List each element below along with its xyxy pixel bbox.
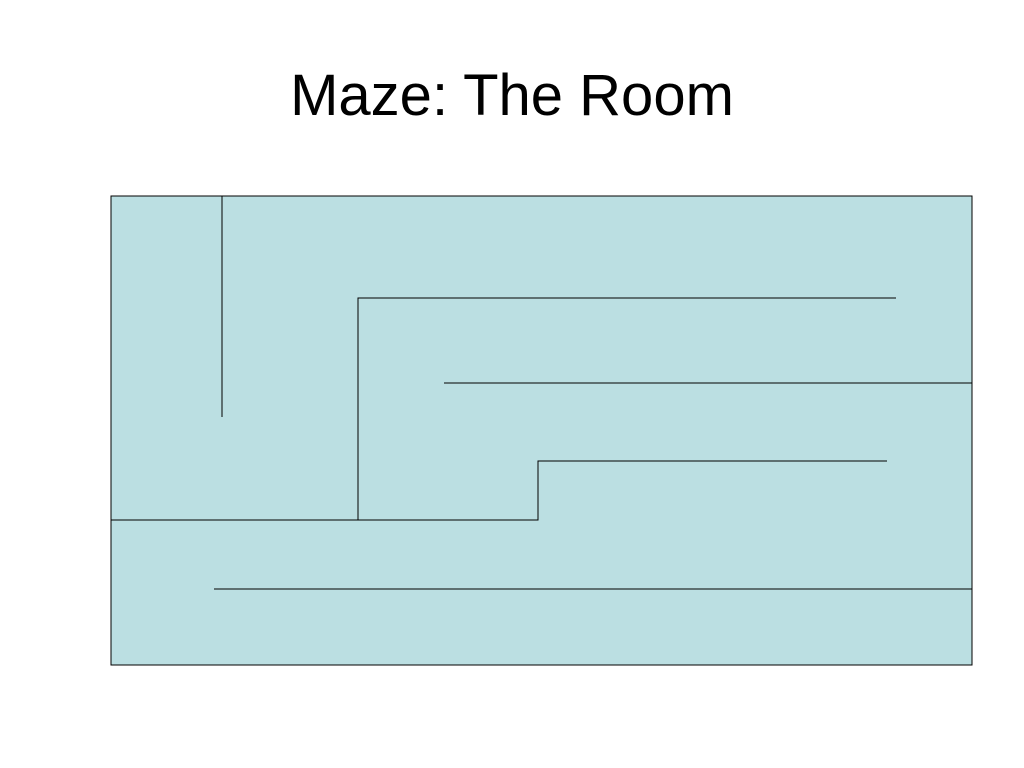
- maze-wall-upper-bracket: [357, 297, 896, 520]
- maze-room: [110, 195, 973, 666]
- slide-title: Maze: The Room: [290, 63, 734, 128]
- maze-wall-step: [111, 460, 887, 521]
